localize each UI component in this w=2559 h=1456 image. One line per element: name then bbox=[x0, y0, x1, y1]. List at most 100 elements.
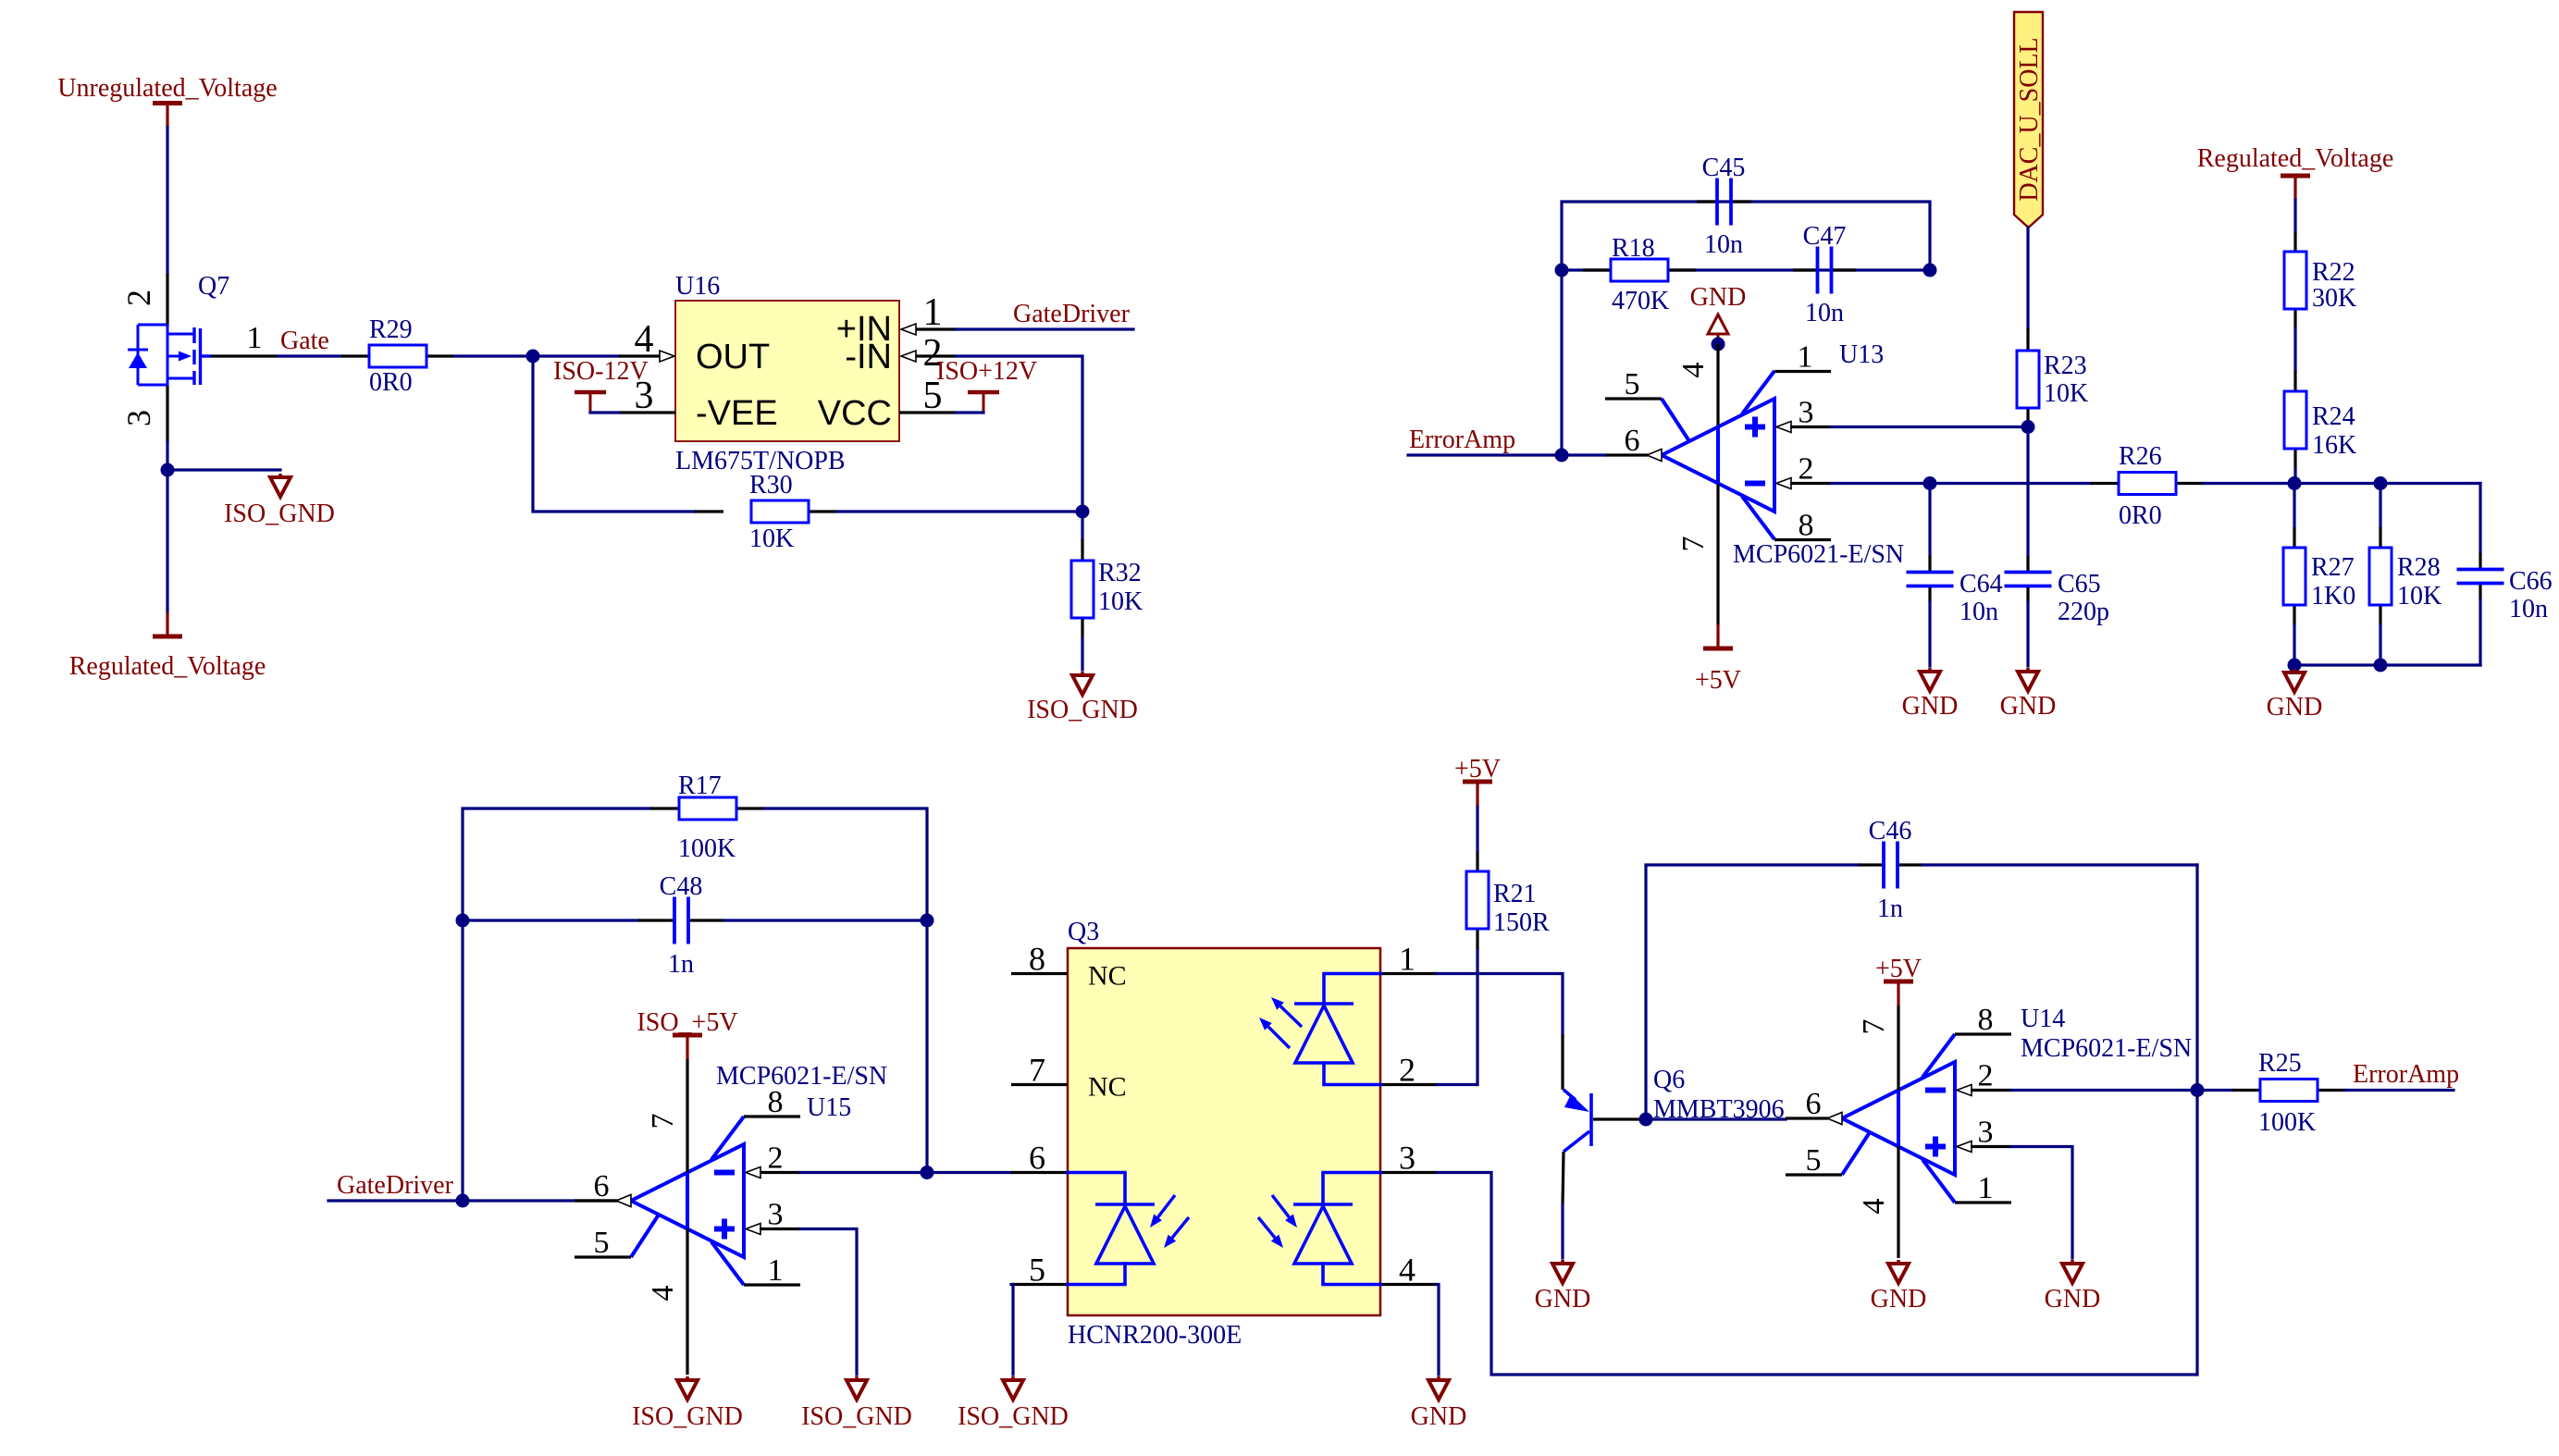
svg-text:R22: R22 bbox=[2312, 258, 2355, 287]
svg-text:10n: 10n bbox=[1805, 299, 1844, 327]
svg-text:8: 8 bbox=[1029, 941, 1045, 978]
svg-text:ISO+12V: ISO+12V bbox=[936, 357, 1037, 386]
svg-text:10n: 10n bbox=[1704, 230, 1743, 259]
svg-text:C46: C46 bbox=[1869, 817, 1912, 845]
svg-text:U14: U14 bbox=[2021, 1005, 2065, 1033]
svg-text:4: 4 bbox=[1857, 1199, 1891, 1215]
svg-text:GateDriver: GateDriver bbox=[1013, 300, 1131, 328]
svg-text:220p: 220p bbox=[2058, 598, 2109, 626]
svg-text:10n: 10n bbox=[1959, 598, 1998, 626]
svg-text:ISO_GND: ISO_GND bbox=[958, 1402, 1069, 1431]
svg-text:2: 2 bbox=[120, 290, 157, 306]
svg-text:GND: GND bbox=[1690, 283, 1747, 312]
svg-text:U15: U15 bbox=[807, 1093, 851, 1122]
svg-text:Q6: Q6 bbox=[1653, 1066, 1685, 1094]
svg-text:5: 5 bbox=[1806, 1143, 1822, 1178]
svg-text:GND: GND bbox=[1902, 692, 1959, 721]
svg-text:Gate: Gate bbox=[280, 327, 329, 355]
svg-text:10K: 10K bbox=[749, 524, 794, 553]
svg-text:3: 3 bbox=[1399, 1140, 1415, 1177]
svg-text:R25: R25 bbox=[2258, 1049, 2302, 1078]
svg-text:16K: 16K bbox=[2312, 431, 2356, 460]
svg-text:3: 3 bbox=[1978, 1116, 1994, 1150]
svg-text:ErrorAmp: ErrorAmp bbox=[2353, 1060, 2459, 1089]
svg-text:3: 3 bbox=[1799, 396, 1814, 430]
svg-text:GND: GND bbox=[2000, 692, 2057, 721]
svg-text:8: 8 bbox=[768, 1085, 784, 1119]
svg-text:6: 6 bbox=[1806, 1087, 1822, 1121]
svg-text:Q3: Q3 bbox=[1068, 918, 1099, 946]
svg-text:6: 6 bbox=[1625, 424, 1640, 458]
svg-text:MCP6021-E/SN: MCP6021-E/SN bbox=[1733, 540, 1904, 569]
svg-text:6: 6 bbox=[594, 1169, 610, 1203]
svg-text:C45: C45 bbox=[1702, 154, 1746, 182]
svg-text:5: 5 bbox=[1029, 1252, 1045, 1289]
svg-text:ISO_+5V: ISO_+5V bbox=[637, 1008, 737, 1037]
svg-text:7: 7 bbox=[1676, 537, 1711, 552]
svg-text:+IN: +IN bbox=[836, 310, 892, 349]
svg-text:5: 5 bbox=[594, 1226, 610, 1260]
svg-text:C48: C48 bbox=[660, 872, 703, 901]
svg-text:R27: R27 bbox=[2311, 553, 2355, 582]
svg-text:8: 8 bbox=[1799, 509, 1814, 543]
svg-text:R30: R30 bbox=[749, 471, 793, 500]
svg-text:MCP6021-E/SN: MCP6021-E/SN bbox=[2021, 1034, 2192, 1063]
svg-text:ISO_GND: ISO_GND bbox=[801, 1402, 912, 1431]
svg-text:GND: GND bbox=[1871, 1285, 1927, 1314]
svg-text:R32: R32 bbox=[1098, 559, 1142, 587]
svg-text:HCNR200-300E: HCNR200-300E bbox=[1068, 1321, 1242, 1350]
svg-text:10K: 10K bbox=[2044, 379, 2088, 408]
svg-text:5: 5 bbox=[923, 375, 943, 417]
svg-text:NC: NC bbox=[1088, 1072, 1127, 1103]
svg-text:3: 3 bbox=[120, 410, 157, 426]
svg-text:+5V: +5V bbox=[1875, 955, 1922, 983]
svg-text:2: 2 bbox=[923, 332, 943, 375]
svg-text:2: 2 bbox=[768, 1141, 784, 1176]
svg-text:GND: GND bbox=[1535, 1285, 1591, 1314]
svg-text:R23: R23 bbox=[2044, 352, 2087, 380]
svg-text:ErrorAmp: ErrorAmp bbox=[1409, 426, 1515, 454]
svg-text:GateDriver: GateDriver bbox=[337, 1171, 454, 1200]
svg-text:ISO_GND: ISO_GND bbox=[1027, 696, 1138, 724]
svg-text:100K: 100K bbox=[678, 834, 736, 863]
svg-text:470K: 470K bbox=[1612, 287, 1669, 315]
svg-text:-VEE: -VEE bbox=[696, 394, 778, 433]
svg-text:1: 1 bbox=[1798, 340, 1813, 375]
svg-text:0R0: 0R0 bbox=[2119, 501, 2162, 530]
svg-text:VCC: VCC bbox=[818, 394, 892, 433]
svg-text:1: 1 bbox=[768, 1253, 784, 1288]
svg-text:1n: 1n bbox=[1877, 895, 1903, 923]
svg-text:2: 2 bbox=[1978, 1059, 1994, 1093]
svg-text:3: 3 bbox=[768, 1198, 784, 1232]
svg-text:Q7: Q7 bbox=[198, 272, 229, 301]
svg-text:3: 3 bbox=[635, 375, 654, 417]
svg-text:1: 1 bbox=[1399, 941, 1415, 978]
svg-text:U13: U13 bbox=[1839, 340, 1884, 369]
svg-text:C64: C64 bbox=[1959, 570, 2003, 598]
svg-text:R17: R17 bbox=[678, 771, 722, 800]
svg-text:Unregulated_Voltage: Unregulated_Voltage bbox=[57, 74, 277, 103]
svg-text:2: 2 bbox=[1399, 1052, 1415, 1089]
svg-text:GND: GND bbox=[1411, 1402, 1467, 1431]
svg-text:ISO-12V: ISO-12V bbox=[553, 357, 649, 386]
svg-text:R26: R26 bbox=[2119, 442, 2162, 471]
svg-text:7: 7 bbox=[1029, 1052, 1045, 1089]
svg-text:ISO_GND: ISO_GND bbox=[632, 1402, 743, 1431]
svg-text:1: 1 bbox=[247, 321, 263, 355]
svg-text:100K: 100K bbox=[2258, 1108, 2316, 1137]
svg-text:MCP6021-E/SN: MCP6021-E/SN bbox=[716, 1062, 887, 1091]
svg-text:4: 4 bbox=[635, 318, 654, 361]
svg-text:2: 2 bbox=[1799, 452, 1814, 487]
svg-text:0R0: 0R0 bbox=[369, 368, 413, 397]
svg-text:5: 5 bbox=[1625, 367, 1640, 401]
svg-text:Regulated_Voltage: Regulated_Voltage bbox=[69, 652, 266, 681]
svg-text:GND: GND bbox=[2267, 693, 2323, 722]
svg-text:7: 7 bbox=[646, 1114, 680, 1129]
svg-text:4: 4 bbox=[1676, 363, 1711, 378]
svg-text:30K: 30K bbox=[2312, 284, 2356, 313]
svg-text:150R: 150R bbox=[1493, 908, 1550, 937]
svg-text:C65: C65 bbox=[2058, 570, 2101, 598]
svg-text:1: 1 bbox=[923, 291, 943, 334]
svg-text:7: 7 bbox=[1857, 1019, 1891, 1035]
svg-text:4: 4 bbox=[1399, 1252, 1415, 1289]
